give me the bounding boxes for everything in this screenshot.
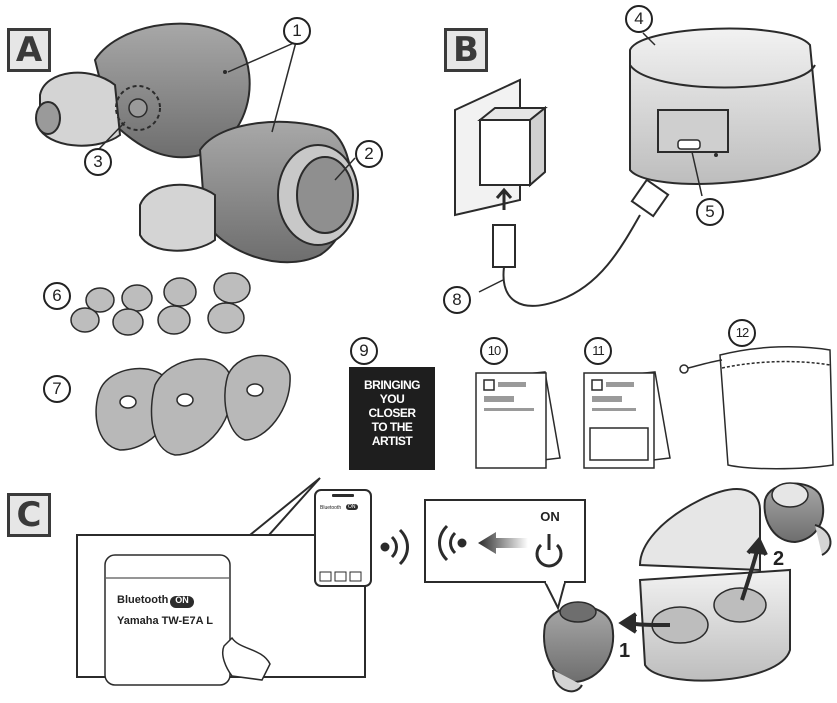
charging-case-closed-illustration [629, 27, 822, 185]
callout-11: 11 [584, 337, 612, 365]
section-a-label: A [7, 28, 51, 72]
power-on-label: ON [540, 509, 560, 524]
album-line-2: YOU [379, 392, 405, 406]
popup-device-name[interactable]: Yamaha TW-E7A L [117, 615, 213, 627]
earbud-left-illustration [35, 22, 251, 159]
documents-illustration [475, 371, 671, 469]
earbud-in-hand-illustration [543, 601, 615, 693]
earbud-lifted-illustration [763, 482, 832, 556]
arrow-left-icon [478, 532, 528, 554]
album-line-3: CLOSER [368, 406, 416, 420]
ear-fins-illustration [95, 354, 291, 456]
album-line-1: BRINGING [364, 378, 421, 392]
callout-7: 7 [43, 375, 71, 403]
album-line-4: TO THE [371, 420, 413, 434]
callout-5: 5 [696, 198, 724, 226]
pouch-illustration [679, 346, 834, 470]
power-on-callout [424, 499, 586, 611]
signal-waves-icon [380, 528, 409, 566]
step-arrows [618, 536, 768, 634]
step-1-label: 1 [619, 640, 631, 662]
section-b-label: B [444, 28, 488, 72]
callout-lines-a [97, 41, 356, 181]
phone-bluetooth-label: Bluetooth [320, 505, 342, 511]
power-icon [535, 534, 563, 568]
wall-outlet-illustration [454, 78, 548, 217]
callout-8: 8 [443, 286, 471, 314]
popup-bluetooth-toggle[interactable]: ON [175, 595, 189, 605]
step-2-label: 2 [773, 548, 785, 570]
phone-bluetooth-state: ON [346, 504, 358, 510]
section-c-label: C [7, 493, 51, 537]
callout-6: 6 [43, 282, 71, 310]
album-line-5: ARTIST [371, 434, 413, 448]
callout-10: 10 [480, 337, 508, 365]
usb-cable-illustration [492, 162, 692, 307]
callout-3: 3 [84, 148, 112, 176]
album-card [349, 367, 435, 470]
broadcast-icon [438, 524, 467, 562]
smartphone-illustration [314, 489, 372, 587]
earbud-right-illustration [139, 120, 359, 264]
bluetooth-popup-callout [76, 477, 366, 686]
callout-lines-b [478, 32, 703, 293]
callout-12: 12 [728, 319, 756, 347]
callout-4: 4 [625, 5, 653, 33]
popup-bluetooth-label: Bluetooth [117, 594, 169, 606]
callout-2: 2 [355, 140, 383, 168]
sensor-highlight [115, 85, 161, 131]
album-card-text: BRINGING YOU CLOSER TO THE ARTIST [349, 378, 435, 448]
usb-port [677, 139, 701, 150]
usb-adapter [479, 119, 531, 186]
charging-case-open-illustration [638, 488, 791, 682]
finger-tap-icon [221, 636, 271, 681]
callout-1: 1 [283, 17, 311, 45]
callout-9: 9 [350, 337, 378, 365]
eartips-illustration [70, 272, 251, 336]
